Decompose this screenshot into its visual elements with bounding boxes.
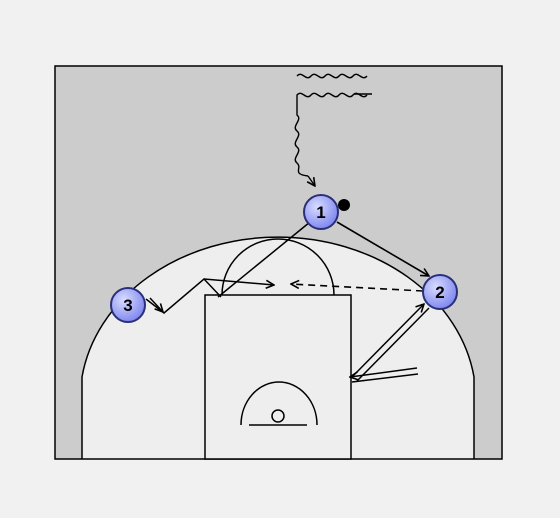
free-throw-circle: [221, 238, 335, 296]
ball-icon: [338, 199, 350, 211]
player-label: 2: [435, 283, 444, 302]
player-2[interactable]: 2: [422, 274, 458, 310]
dribble-arrow: [308, 175, 315, 186]
cut-arrow-1-to-paint: [217, 221, 311, 298]
paint-lane: [204, 294, 352, 460]
screen-line-c: [350, 367, 418, 377]
rim: [271, 409, 285, 423]
dribble-path: [294, 73, 368, 177]
cut-arrow-3-head: [149, 297, 163, 312]
restricted-area-arc: [240, 381, 318, 426]
screen-line-d: [351, 373, 419, 383]
screen-line-b: [356, 307, 430, 382]
cut-arrow-elbow-head: [203, 278, 274, 285]
player-label: 3: [123, 296, 132, 315]
player-3[interactable]: 3: [110, 287, 146, 323]
screen-line-a: [351, 304, 424, 378]
cut-arrow-1-to-2: [336, 221, 429, 276]
pass-arrow: [291, 284, 424, 292]
player-1[interactable]: 1: [303, 194, 339, 230]
player-label: 1: [316, 203, 325, 222]
